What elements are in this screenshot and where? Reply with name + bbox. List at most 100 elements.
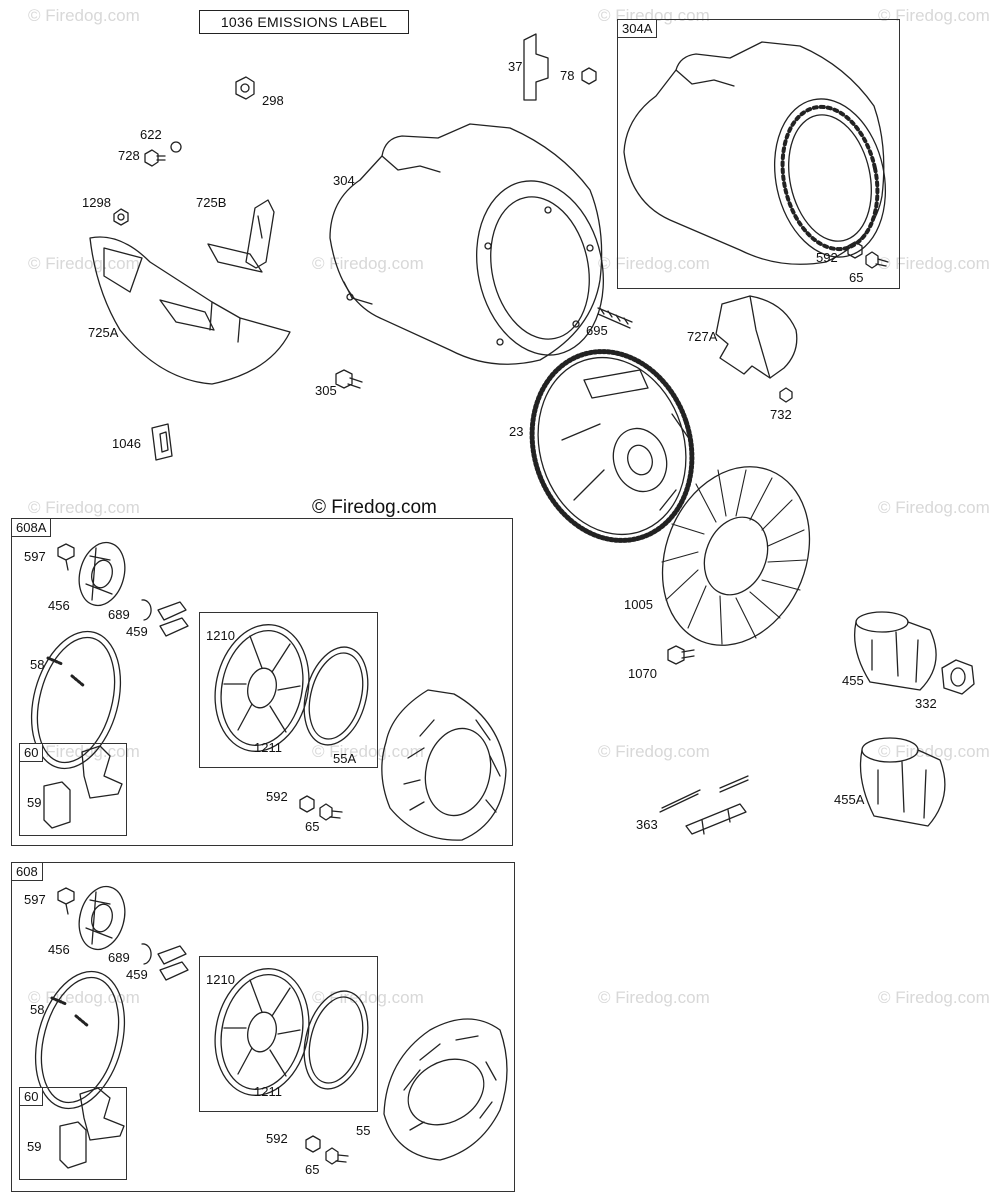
nut-1298 (113, 208, 129, 226)
part-label-1046: 1046 (112, 436, 141, 451)
watermark: © Firedog.com (312, 742, 424, 761)
starter-608A-parts (30, 541, 507, 841)
clip-1046 (151, 423, 173, 461)
watermark: © Firedog.com (28, 6, 140, 25)
part-label-305: 305 (315, 383, 337, 398)
part-label-608-65: 65 (305, 1162, 320, 1177)
hex-nut-298 (235, 76, 255, 100)
nut-592-top (847, 241, 863, 259)
part-label-592-top: 592 (816, 250, 838, 265)
watermark: © Firedog.com (878, 498, 990, 517)
inset-608: 608 (11, 862, 515, 1192)
part-label-608-689: 689 (108, 950, 130, 965)
part-label-608-459: 459 (126, 967, 148, 982)
inset-tag-608: 608 (12, 863, 43, 881)
part-label-732: 732 (770, 407, 792, 422)
inset-608A: 608A (11, 518, 513, 846)
part-label-1070: 1070 (628, 666, 657, 681)
watermark: © Firedog.com (598, 742, 710, 761)
watermark: © Firedog.com (598, 254, 710, 273)
part-label-37: 37 (508, 59, 523, 74)
part-label-608A-55A: 55A (333, 751, 357, 766)
part-label-608A-58: 58 (30, 657, 45, 672)
inset-tag-608A: 608A (12, 519, 52, 537)
part-label-298: 298 (262, 93, 284, 108)
watermark: © Firedog.com (312, 254, 424, 273)
part-label-608-1210: 1210 (206, 972, 235, 987)
part-label-608-55: 55 (356, 1123, 371, 1138)
plate-37 (523, 33, 549, 101)
part-label-608-456: 456 (48, 942, 70, 957)
starter-608-parts (34, 885, 508, 1169)
part-label-455A: 455A (834, 792, 865, 807)
inset-304A: 304A (617, 19, 900, 289)
part-label-363: 363 (636, 817, 658, 832)
part-label-608A-65: 65 (305, 819, 320, 834)
guard-727A (715, 295, 798, 379)
bracket-725B (207, 199, 275, 273)
part-label-608A-597: 597 (24, 549, 46, 564)
inset-tag-304A: 304A (618, 20, 658, 38)
part-label-332: 332 (915, 696, 937, 711)
watermark: © Firedog.com (878, 254, 990, 273)
part-label-304: 304 (333, 173, 355, 188)
screw-305 (335, 369, 363, 389)
part-label-608-58: 58 (30, 1002, 45, 1017)
part-label-695: 695 (586, 323, 608, 338)
washer-622 (170, 141, 182, 153)
inset-tag-60-a: 60 (20, 744, 44, 762)
watermark: © Firedog.com (598, 988, 710, 1007)
part-label-608A-456: 456 (48, 598, 70, 613)
part-label-1298: 1298 (82, 195, 111, 210)
subinset-608A-pulley (199, 612, 378, 768)
subinset-608-pulley (199, 956, 378, 1112)
part-label-608-592: 592 (266, 1131, 288, 1146)
watermark: © Firedog.com (878, 742, 990, 761)
part-label-1005: 1005 (624, 597, 653, 612)
blower-housing-304 (329, 123, 604, 365)
fan-1005 (661, 466, 811, 646)
bolt-728 (144, 149, 166, 167)
part-label-725A: 725A (88, 325, 119, 340)
part-label-78: 78 (560, 68, 575, 83)
flywheel-23 (529, 349, 695, 543)
screw-78 (581, 67, 597, 85)
rectifier-363 (659, 775, 749, 835)
inset-60-a: 60 (19, 743, 127, 836)
part-label-608A-592: 592 (266, 789, 288, 804)
inset-60-b: 60 (19, 1087, 127, 1180)
part-label-608-1211: 1211 (254, 1084, 282, 1099)
nut-332 (941, 659, 975, 695)
copyright-text: © Firedog.com (312, 497, 437, 518)
part-label-608A-1211: 1211 (254, 740, 282, 755)
part-label-455: 455 (842, 673, 864, 688)
part-label-728: 728 (118, 148, 140, 163)
screw-732 (779, 387, 793, 403)
watermark: © Firedog.com (28, 254, 140, 273)
part-label-608A-459: 459 (126, 624, 148, 639)
watermark: © Firedog.com (878, 6, 990, 25)
blower-housing-304A (623, 41, 887, 265)
part-label-23: 23 (509, 424, 524, 439)
part-label-608A-59: 59 (27, 795, 42, 810)
cup-455A (859, 737, 946, 827)
stud-695 (597, 307, 633, 329)
bolt-65-top (865, 251, 889, 269)
emissions-label: 1036 EMISSIONS LABEL (199, 10, 409, 34)
part-label-622: 622 (140, 127, 162, 142)
bolt-1070 (667, 645, 695, 665)
part-label-65-top: 65 (849, 270, 864, 285)
part-label-727A: 727A (687, 329, 718, 344)
shield-725A (89, 236, 291, 385)
inset-tag-60-b: 60 (20, 1088, 44, 1106)
cup-455 (853, 611, 937, 691)
part-label-608-59: 59 (27, 1139, 42, 1154)
part-label-608-597: 597 (24, 892, 46, 907)
watermark: © Firedog.com (312, 988, 424, 1007)
watermark: © Firedog.com (28, 498, 140, 517)
part-label-725B: 725B (196, 195, 227, 210)
watermark: © Firedog.com (878, 988, 990, 1007)
part-label-608A-689: 689 (108, 607, 130, 622)
